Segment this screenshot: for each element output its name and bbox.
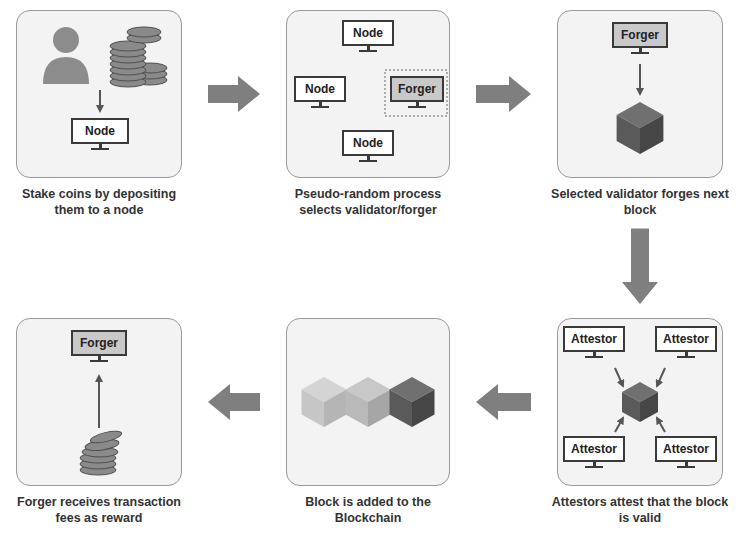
selection-illustration: [385, 70, 447, 116]
block-cube: [302, 377, 347, 427]
computer-monitor: Attestor: [563, 326, 625, 352]
panel-fill: [286, 10, 450, 178]
panel-border: [16, 10, 182, 178]
monitor-label: Node: [85, 124, 115, 138]
selection-frame: [385, 70, 447, 116]
forge-illustration: [617, 64, 664, 154]
computer-monitor: Attestor: [563, 436, 625, 462]
flow-arrow: [622, 229, 658, 305]
person-head: [53, 27, 79, 53]
coin-stack: [80, 429, 123, 475]
computer-monitor: Node: [342, 130, 394, 156]
computer-monitor: Forger: [390, 76, 444, 102]
block-cube: [617, 102, 664, 154]
panel-fill: [16, 10, 182, 178]
computer-monitor: Attestor: [655, 436, 717, 462]
panel-border: [286, 318, 450, 486]
forge-arrow: [639, 64, 641, 94]
flow-arrow: [208, 76, 260, 112]
step-panel: Pseudo-random process selects validator/…: [286, 10, 450, 219]
blockchain-illustration: [302, 377, 435, 427]
flow-arrow: [476, 76, 531, 112]
computer-monitor: Forger: [71, 330, 127, 356]
computer-monitor: Forger: [612, 22, 668, 48]
panel-fill: [286, 318, 450, 486]
step-panel: Stake coins by depositing them to a node…: [16, 10, 182, 219]
panel-fill: [557, 318, 723, 486]
monitor-label: Forger: [621, 28, 659, 42]
step-caption: Block is added to the Blockchain: [278, 318, 458, 527]
reward-illustration: [80, 376, 123, 475]
flow-arrow: [476, 384, 531, 420]
person-body: [43, 57, 89, 84]
block-cube: [346, 377, 391, 427]
monitor-label: Node: [353, 136, 383, 150]
deposit-arrow: [99, 90, 101, 111]
reward-arrow: [98, 376, 100, 428]
panel-fill: [557, 10, 723, 178]
attest-arrows: [615, 368, 665, 432]
computer-monitor: Node: [71, 118, 129, 144]
monitor-label: Attestor: [663, 332, 709, 346]
flow-arrow: [208, 384, 260, 420]
step-caption: Stake coins by depositing them to a node: [9, 10, 189, 219]
computer-monitor: Node: [342, 20, 394, 46]
computer-monitor: Node: [294, 76, 346, 102]
step-panel: Block is added to the Blockchain: [286, 318, 450, 527]
step-panel: Forger receives transaction fees as rewa…: [16, 318, 182, 527]
monitor-label: Attestor: [571, 332, 617, 346]
monitor-label: Forger: [80, 336, 118, 350]
monitor-label: Attestor: [663, 442, 709, 456]
monitor-label: Attestor: [571, 442, 617, 456]
monitor-label: Forger: [398, 82, 436, 96]
coin-stack: [110, 27, 167, 87]
stake-illustration: [43, 27, 167, 111]
computer-monitor: Attestor: [655, 326, 717, 352]
block-cube: [390, 377, 435, 427]
step-panel: Attestors attest that the block is valid…: [557, 318, 723, 527]
panel-fill: [16, 318, 182, 486]
monitor-label: Node: [305, 82, 335, 96]
attest-illustration: [615, 368, 665, 432]
step-panel: Selected validator forges next blockForg…: [557, 10, 723, 219]
monitor-label: Node: [353, 26, 383, 40]
block-cube: [622, 382, 658, 422]
